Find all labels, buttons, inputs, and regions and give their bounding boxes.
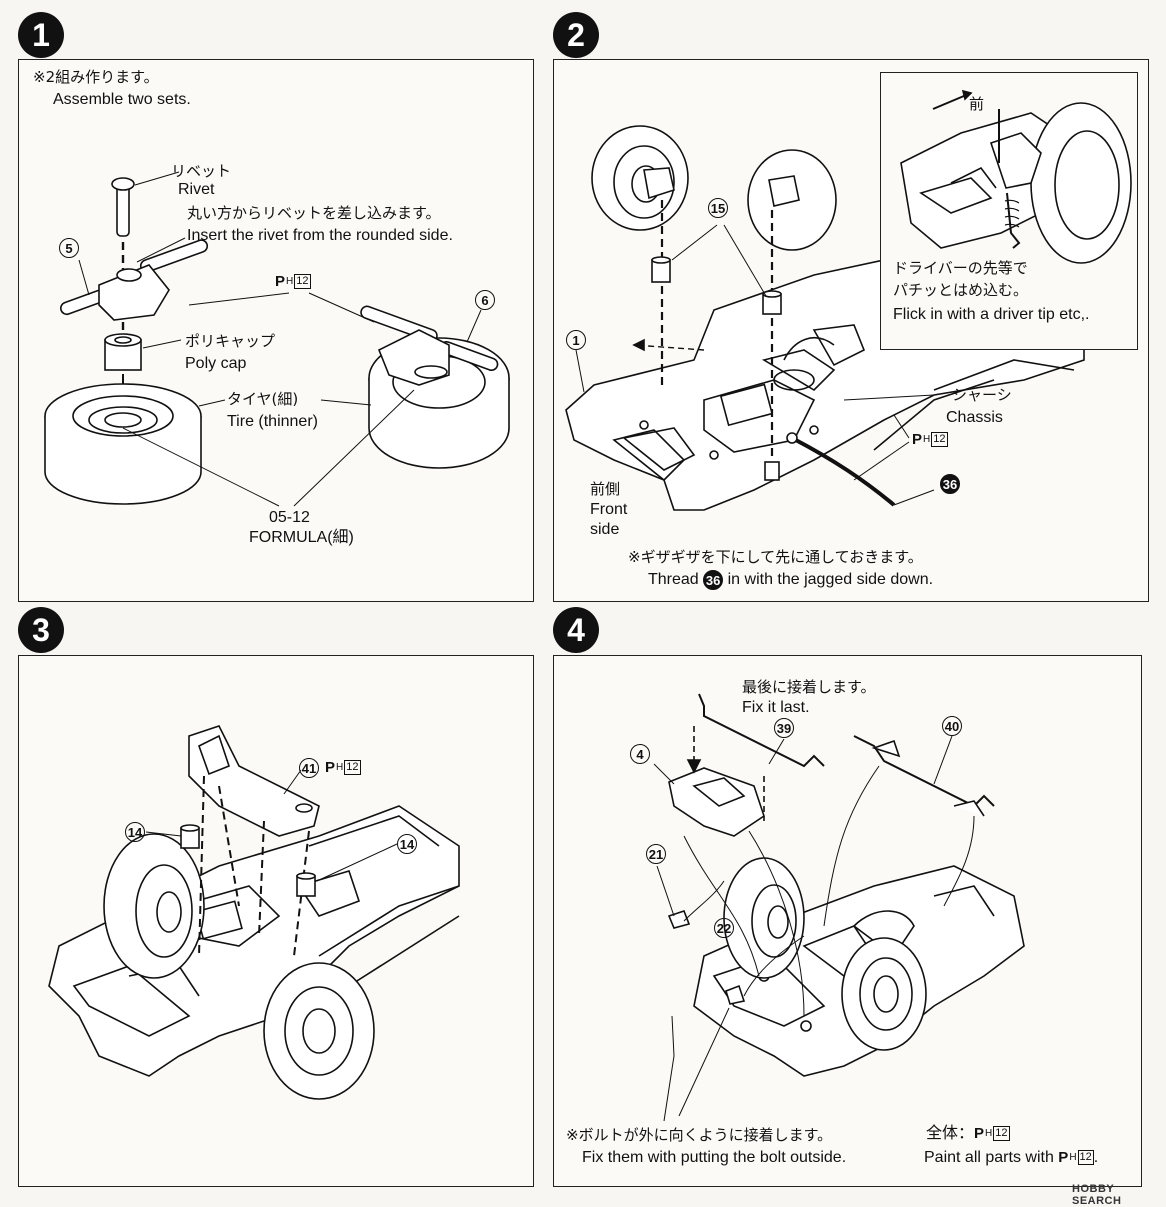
ph-number: 12 [294,274,311,289]
step2-thread-en: Thread 36 in with the jagged side down. [648,570,933,590]
watermark: HOBBY SEARCH [1072,1183,1122,1207]
thread-en-a: Thread [648,571,699,589]
step2-chassis-en: Chassis [946,409,1003,426]
step4-part-21-label: 21 [646,844,666,864]
step-1-number: 1 [18,12,64,58]
ph-number: 12 [931,432,948,447]
ph-sub: H [286,276,294,287]
step2-part-1-label: 1 [566,330,586,350]
step4-bolt-jp: ※ボルトが外に向くように接着します。 [566,1126,833,1144]
step-1-panel: ※2組み作ります。 Assemble two sets. リベット Rivet … [18,59,534,602]
step-3-number: 3 [18,607,64,653]
ph-sub: H [1069,1152,1077,1163]
step-2-illustration [565,125,1085,511]
step2-part-36-label: 36 [940,474,960,494]
thread-part-36-icon: 36 [703,570,724,590]
step1-polycap-en: Poly cap [185,355,247,372]
step2-chassis-jp: シャーシ [952,386,1012,404]
all-en: Paint all parts with [924,1149,1054,1166]
ph-letter: P [912,431,923,448]
step1-tire-en: Tire (thinner) [227,413,318,430]
step4-part-22-label: 22 [714,918,734,938]
thread-en-b: in with the jagged side down. [727,571,934,589]
step1-part-6-label: 6 [475,290,495,310]
step2-inset-illustration [900,89,1132,264]
step4-last-en: Fix it last. [742,699,810,716]
step2-inset-jp1: ドライバーの先等で [893,259,1028,277]
step4-part-39-label: 39 [774,718,794,738]
step-4-panel: 最後に接着します。 Fix it last. 4 39 40 21 22 ※ボル… [553,655,1142,1187]
ph-letter: P [325,759,336,776]
step1-wheel-code: 05-12 [269,509,310,526]
step-4-illustration [653,693,1025,1122]
step1-rivet-en: Rivet [178,181,215,198]
step1-wheel-name: FORMULA(細) [249,529,354,546]
step-3-illustration [48,725,460,1100]
all-jp: 全体： [926,1125,975,1142]
step2-front-en2: side [590,521,620,538]
ph-sub: H [985,1128,993,1139]
step2-inset: 前 ドライバーの先等で パチッとはめ込む。 Flick in with a dr… [880,72,1138,350]
step4-part-40-label: 40 [942,716,962,736]
step1-rivet-jp: リベット [171,162,232,180]
step2-part-15-label: 15 [708,198,728,218]
step2-inset-jp2: パチッとはめ込む。 [893,281,1029,299]
ph-number: 12 [344,760,361,775]
ph-number: 12 [993,1126,1010,1141]
step-2-panel: 前 ドライバーの先等で パチッとはめ込む。 Flick in with a dr… [553,59,1149,602]
step4-bolt-en: Fix them with putting the bolt outside. [582,1149,847,1166]
step-2-number: 2 [553,12,599,58]
step4-part-4-label: 4 [630,744,650,764]
ph-number: 12 [1077,1150,1094,1165]
all-en-period: . [1093,1149,1099,1166]
step2-front-en1: Front [590,501,628,518]
step1-part-5-label: 5 [59,238,79,258]
step-1-illustration [44,171,510,507]
ph-sub: H [336,762,344,773]
step2-front-jp: 前側 [590,480,621,498]
step1-insert-jp: 丸い方からリベットを差し込みます。 [187,204,441,222]
step3-part-14b-label: 14 [397,834,417,854]
ph-letter: P [1058,1149,1069,1166]
ph-letter: P [275,273,286,290]
step1-polycap-jp: ポリキャップ [185,332,276,350]
step1-note-jp: ※2組み作ります。 [33,68,159,86]
step3-part-41-label: 41 [299,758,319,778]
step4-last-jp: 最後に接着します。 [742,678,876,696]
step1-tire-jp: タイヤ(細) [227,390,299,408]
step-4-number: 4 [553,607,599,653]
step2-inset-en: Flick in with a driver tip etc,. [893,306,1090,323]
step1-insert-en: Insert the rivet from the rounded side. [187,227,453,244]
step1-note-en: Assemble two sets. [53,91,191,108]
step2-thread-jp: ※ギザギザを下にして先に通しておきます。 [628,548,923,566]
ph-sub: H [923,434,931,445]
step2-inset-front: 前 [969,95,985,113]
step3-part-14a-label: 14 [125,822,145,842]
ph-letter: P [974,1125,985,1142]
